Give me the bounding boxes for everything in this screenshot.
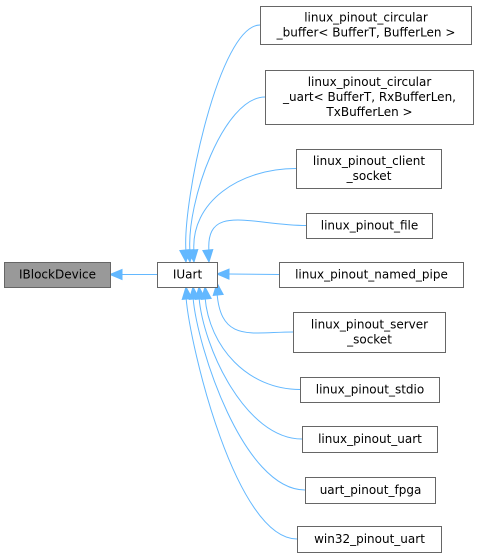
arrowhead-iblockdevice: [108, 268, 123, 281]
node-iblockdevice-label-line-0: IBlockDevice: [19, 268, 96, 282]
arrowhead-linux_pinout_client_socket: [187, 248, 199, 264]
edge-linux_pinout_stdio: [204, 296, 301, 390]
node-linux-pinout-circular-uart-label-line-1: _uart< BufferT, RxBufferLen,: [282, 90, 456, 104]
node-linux-pinout-client-socket[interactable]: linux_pinout_client_socket: [296, 149, 442, 189]
node-linux-pinout-circular-uart-label-line-2: TxBufferLen >: [325, 105, 412, 119]
node-iuart-label-line-0: IUart: [173, 268, 203, 282]
node-linux-pinout-server-socket-label-line-1: _socket: [346, 333, 392, 347]
arrowhead-linux_pinout_named_pipe: [215, 268, 230, 280]
node-iblockdevice[interactable]: IBlockDevice: [4, 262, 111, 288]
node-linux-pinout-named-pipe-box: [279, 262, 464, 288]
edge-linux_pinout_circular_buffer: [185, 24, 261, 253]
node-linux-pinout-file-box: [306, 213, 433, 239]
node-linux-pinout-client-socket-label-line-0: linux_pinout_client: [313, 154, 425, 168]
node-linux-pinout-server-socket[interactable]: linux_pinout_server_socket: [293, 312, 446, 353]
node-linux-pinout-circular-uart[interactable]: linux_pinout_circular_uart< BufferT, RxB…: [265, 70, 474, 125]
node-uart-pinout-fpga-box: [305, 477, 436, 504]
edge-linux_pinout_circular_uart: [189, 96, 266, 253]
arrowhead-linux_pinout_file: [202, 248, 214, 264]
node-linux-pinout-named-pipe-label-line-0: linux_pinout_named_pipe: [295, 268, 448, 282]
node-iblockdevice-box: [4, 262, 111, 288]
edge-linux_pinout_file: [208, 219, 307, 253]
node-iuart-box: [157, 262, 218, 288]
edge-uart_pinout_fpga: [192, 296, 306, 491]
node-linux-pinout-file[interactable]: linux_pinout_file: [306, 213, 433, 239]
node-linux-pinout-stdio-label-line-0: linux_pinout_stdio: [316, 383, 424, 397]
node-win32-pinout-uart[interactable]: win32_pinout_uart: [297, 526, 442, 553]
edge-layer: [108, 24, 307, 540]
node-linux-pinout-circular-uart-box: [265, 70, 474, 125]
node-win32-pinout-uart-box: [297, 526, 442, 553]
node-win32-pinout-uart-label-line-0: win32_pinout_uart: [314, 532, 425, 546]
arrowhead-win32_pinout_uart: [181, 285, 193, 301]
node-uart-pinout-fpga-label-line-0: uart_pinout_fpga: [320, 483, 422, 497]
arrowhead-linux_pinout_server_socket: [212, 281, 224, 297]
node-linux-pinout-named-pipe[interactable]: linux_pinout_named_pipe: [279, 262, 464, 288]
node-iuart[interactable]: IUart: [157, 262, 218, 288]
node-linux-pinout-file-label-line-0: linux_pinout_file: [321, 219, 418, 233]
node-linux-pinout-client-socket-label-line-1: _socket: [346, 169, 392, 183]
edge-linux_pinout_named_pipe: [227, 273, 280, 275]
node-linux-pinout-circular-buffer-label-line-1: _buffer< BufferT, BufferLen >: [276, 26, 456, 40]
node-linux-pinout-uart-box: [302, 426, 438, 453]
node-linux-pinout-circular-buffer-box: [260, 6, 472, 45]
node-linux-pinout-stdio-box: [300, 377, 440, 403]
node-linux-pinout-client-socket-box: [296, 149, 442, 189]
node-linux-pinout-uart-label-line-0: linux_pinout_uart: [318, 432, 422, 446]
node-uart-pinout-fpga[interactable]: uart_pinout_fpga: [305, 477, 436, 504]
edge-linux_pinout_client_socket: [193, 168, 297, 253]
edge-linux_pinout_uart: [198, 296, 303, 440]
arrowhead-uart_pinout_fpga: [188, 285, 200, 301]
node-linux-pinout-circular-uart-label-line-0: linux_pinout_circular: [308, 75, 432, 89]
node-linux-pinout-circular-buffer-label-line-0: linux_pinout_circular: [304, 11, 428, 25]
node-linux-pinout-server-socket-box: [293, 312, 446, 353]
edge-win32_pinout_uart: [185, 296, 298, 540]
node-linux-pinout-server-socket-label-line-0: linux_pinout_server: [311, 318, 428, 332]
node-linux-pinout-circular-buffer[interactable]: linux_pinout_circular_buffer< BufferT, B…: [260, 6, 472, 45]
edge-linux_pinout_server_socket: [216, 292, 294, 334]
node-linux-pinout-uart[interactable]: linux_pinout_uart: [302, 426, 438, 453]
node-linux-pinout-stdio[interactable]: linux_pinout_stdio: [300, 377, 440, 403]
